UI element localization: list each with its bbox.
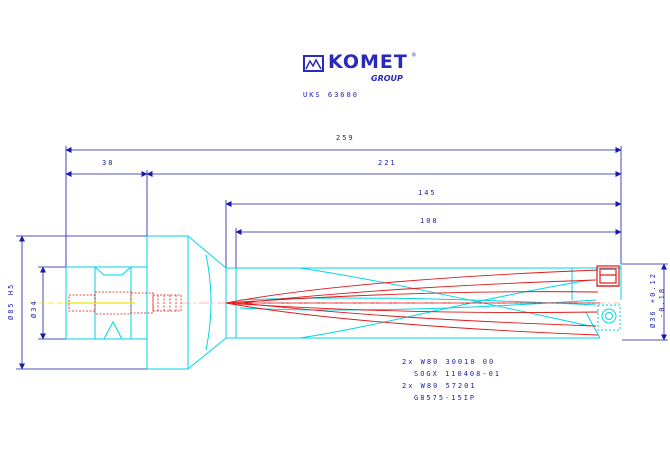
dim-label-145: 145 [418, 189, 437, 197]
extension-lines [16, 146, 668, 370]
part-line-1: 2x W80 30010 00 [402, 358, 496, 366]
registered-mark: ® [412, 52, 416, 59]
dim-label-body: 221 [378, 159, 397, 167]
part-line-4: G8575-15IP [414, 394, 477, 402]
part-line-3: 2x W80 57201 [402, 382, 477, 390]
dim-label-shank-dia: Ø34 [30, 299, 38, 318]
dim-label-cut-dia: Ø36 +0.12 [649, 272, 657, 328]
dim-label-cut-tol: -0.18 [658, 286, 666, 318]
dim-label-108: 108 [420, 217, 439, 225]
dimension-lines [19, 147, 667, 370]
part-line-2: SOGX 110408-01 [414, 370, 502, 378]
cutting-insert-top [596, 265, 620, 287]
komet-logo-icon [303, 55, 324, 72]
brand-group: GROUP [371, 74, 403, 83]
brand-name: KOMET [328, 51, 408, 73]
cutting-insert-bottom [597, 304, 621, 331]
dim-label-overall: 259 [336, 134, 355, 142]
dim-label-flange-dia: Ø85 H5 [7, 282, 15, 320]
dim-label-shank: 38 [102, 159, 115, 167]
part-number: UKS 63600 [303, 91, 359, 99]
tool-body-outline [65, 235, 622, 370]
coolant-channels [225, 269, 600, 336]
